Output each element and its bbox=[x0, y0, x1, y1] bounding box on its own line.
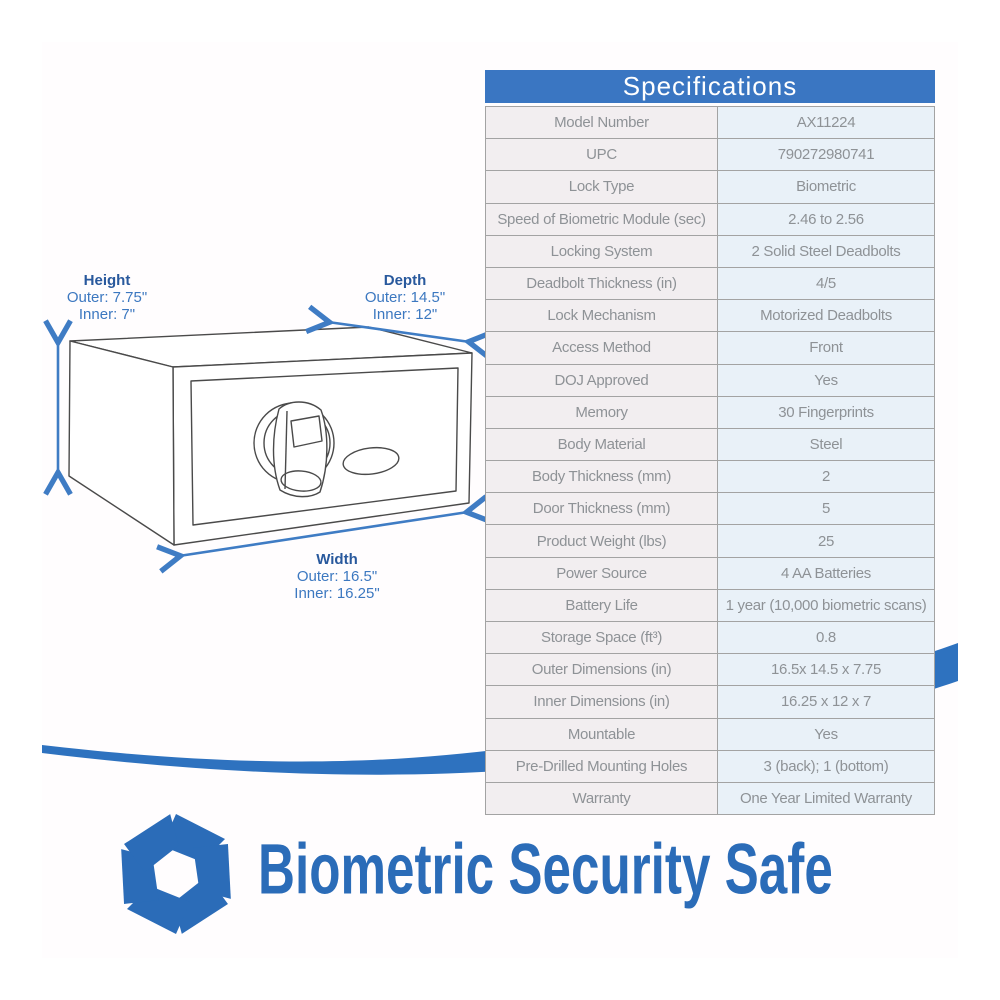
spec-label: Door Thickness (mm) bbox=[486, 493, 718, 525]
spec-value: 1 year (10,000 biometric scans) bbox=[718, 589, 934, 621]
spec-value: AX11224 bbox=[718, 107, 934, 139]
spec-label: Locking System bbox=[486, 235, 718, 267]
table-row: Inner Dimensions (in) 16.25 x 12 x 7 bbox=[486, 685, 934, 718]
spec-label: Model Number bbox=[486, 107, 718, 139]
width-inner: Inner: 16.25" bbox=[294, 585, 380, 602]
height-dimension-label: Height Outer: 7.75" Inner: 7" bbox=[40, 272, 174, 323]
table-row: Body Material Steel bbox=[486, 427, 934, 461]
spec-value: 4/5 bbox=[718, 267, 934, 300]
spec-value: Yes bbox=[718, 364, 934, 396]
depth-inner: Inner: 12" bbox=[372, 306, 438, 323]
depth-outer: Outer: 14.5" bbox=[364, 289, 446, 306]
table-row: Deadbolt Thickness (in) 4/5 bbox=[486, 266, 934, 300]
brand-title: Biometric Security Safe bbox=[258, 828, 833, 910]
height-title: Height bbox=[83, 272, 131, 289]
height-inner: Inner: 7" bbox=[78, 306, 136, 323]
spec-label: Battery Life bbox=[486, 589, 718, 621]
spec-value: 16.25 x 12 x 7 bbox=[718, 686, 934, 718]
spec-value: 2.46 to 2.56 bbox=[718, 203, 934, 235]
spec-label: Deadbolt Thickness (in) bbox=[486, 267, 718, 300]
spec-label: Product Weight (lbs) bbox=[486, 525, 718, 557]
table-row: Outer Dimensions (in) 16.5x 14.5 x 7.75 bbox=[486, 653, 934, 686]
spec-label: Body Material bbox=[486, 428, 718, 461]
spec-value: One Year Limited Warranty bbox=[718, 782, 934, 815]
spec-label: Lock Mechanism bbox=[486, 300, 718, 332]
specifications-table: Specifications Model Number AX11224 UPC … bbox=[485, 70, 935, 816]
spec-label: Inner Dimensions (in) bbox=[486, 686, 718, 718]
width-dimension-label: Width Outer: 16.5" Inner: 16.25" bbox=[262, 551, 412, 602]
spec-value: Yes bbox=[718, 718, 934, 750]
depth-dimension-label: Depth Outer: 14.5" Inner: 12" bbox=[335, 272, 475, 323]
aperture-shutter-icon bbox=[112, 808, 240, 936]
spec-value: Steel bbox=[718, 428, 934, 461]
table-row: Model Number AX11224 bbox=[486, 107, 934, 139]
spec-label: Pre-Drilled Mounting Holes bbox=[486, 750, 718, 782]
spec-value: 30 Fingerprints bbox=[718, 396, 934, 428]
spec-value: 2 Solid Steel Deadbolts bbox=[718, 235, 934, 267]
depth-title: Depth bbox=[383, 272, 427, 289]
table-row: Memory 30 Fingerprints bbox=[486, 395, 934, 428]
table-row: Mountable Yes bbox=[486, 717, 934, 750]
table-row: Body Thickness (mm) 2 bbox=[486, 460, 934, 493]
spec-value: Biometric bbox=[718, 171, 934, 203]
table-row: Warranty One Year Limited Warranty bbox=[486, 781, 934, 815]
table-row: Door Thickness (mm) 5 bbox=[486, 492, 934, 525]
spec-label: Memory bbox=[486, 396, 718, 428]
spec-value: Front bbox=[718, 332, 934, 364]
spec-value: 3 (back); 1 (bottom) bbox=[718, 750, 934, 782]
spec-label: Outer Dimensions (in) bbox=[486, 654, 718, 686]
table-row: Power Source 4 AA Batteries bbox=[486, 556, 934, 589]
spec-label: Storage Space (ft³) bbox=[486, 622, 718, 654]
spec-value: 790272980741 bbox=[718, 139, 934, 171]
spec-value: 5 bbox=[718, 493, 934, 525]
spec-label: Access Method bbox=[486, 332, 718, 364]
table-row: Speed of Biometric Module (sec) 2.46 to … bbox=[486, 202, 934, 235]
table-row: Pre-Drilled Mounting Holes 3 (back); 1 (… bbox=[486, 749, 934, 782]
table-row: Battery Life 1 year (10,000 biometric sc… bbox=[486, 588, 934, 621]
spec-value: 25 bbox=[718, 525, 934, 557]
table-row: Product Weight (lbs) 25 bbox=[486, 524, 934, 557]
table-row: DOJ Approved Yes bbox=[486, 363, 934, 396]
spec-label: DOJ Approved bbox=[486, 364, 718, 396]
width-outer: Outer: 16.5" bbox=[296, 568, 378, 585]
spec-label: Lock Type bbox=[486, 171, 718, 203]
spec-value: 4 AA Batteries bbox=[718, 557, 934, 589]
spec-label: Body Thickness (mm) bbox=[486, 461, 718, 493]
height-outer: Outer: 7.75" bbox=[66, 289, 148, 306]
spec-value: 0.8 bbox=[718, 622, 934, 654]
table-row: UPC 790272980741 bbox=[486, 138, 934, 171]
table-row: Locking System 2 Solid Steel Deadbolts bbox=[486, 234, 934, 267]
spec-label: UPC bbox=[486, 139, 718, 171]
spec-label: Mountable bbox=[486, 718, 718, 750]
spec-value: Motorized Deadbolts bbox=[718, 300, 934, 332]
width-title: Width bbox=[316, 551, 358, 568]
spec-label: Warranty bbox=[486, 782, 718, 815]
spec-value: 2 bbox=[718, 461, 934, 493]
table-row: Lock Type Biometric bbox=[486, 170, 934, 203]
spec-value: 16.5x 14.5 x 7.75 bbox=[718, 654, 934, 686]
specifications-body: Model Number AX11224 UPC 790272980741 Lo… bbox=[485, 106, 935, 816]
table-row: Access Method Front bbox=[486, 331, 934, 364]
spec-label: Power Source bbox=[486, 557, 718, 589]
table-row: Storage Space (ft³) 0.8 bbox=[486, 621, 934, 654]
spec-label: Speed of Biometric Module (sec) bbox=[486, 203, 718, 235]
specifications-title: Specifications bbox=[485, 70, 935, 103]
table-row: Lock Mechanism Motorized Deadbolts bbox=[486, 299, 934, 332]
